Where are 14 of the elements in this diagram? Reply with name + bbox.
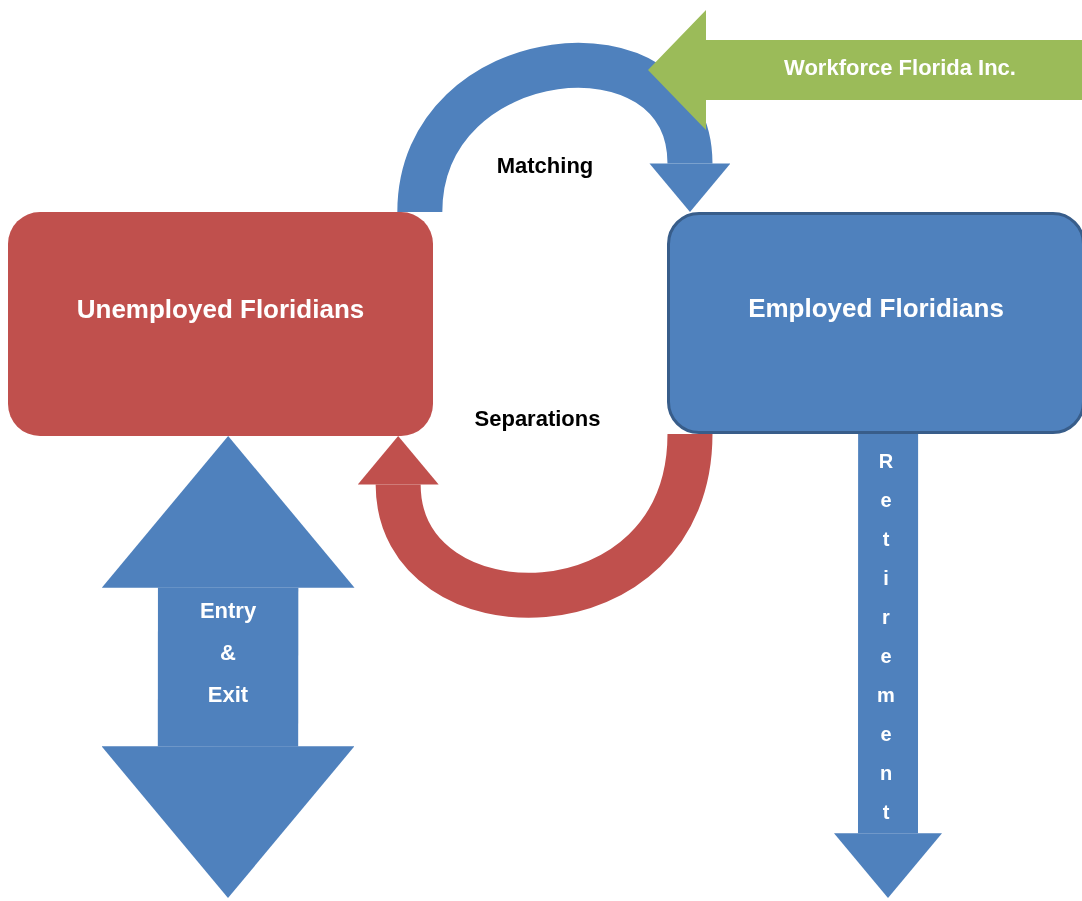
edge-label: Entry & Exit — [198, 597, 258, 709]
box-label: Employed Floridians — [748, 292, 1004, 324]
arrow — [834, 434, 942, 898]
box-label: Unemployed Floridians — [76, 293, 365, 325]
rounded-box — [667, 212, 1082, 434]
arrow — [358, 431, 713, 618]
edge-label: Retirement — [874, 450, 898, 840]
edge-label: Separations — [473, 406, 602, 432]
block-arrow-banner — [648, 10, 1082, 130]
arrow — [101, 436, 355, 898]
arrow — [397, 43, 730, 215]
rounded-box — [8, 212, 433, 436]
banner-label: Workforce Florida Inc. — [783, 55, 1017, 81]
edge-label: Matching — [495, 153, 595, 179]
